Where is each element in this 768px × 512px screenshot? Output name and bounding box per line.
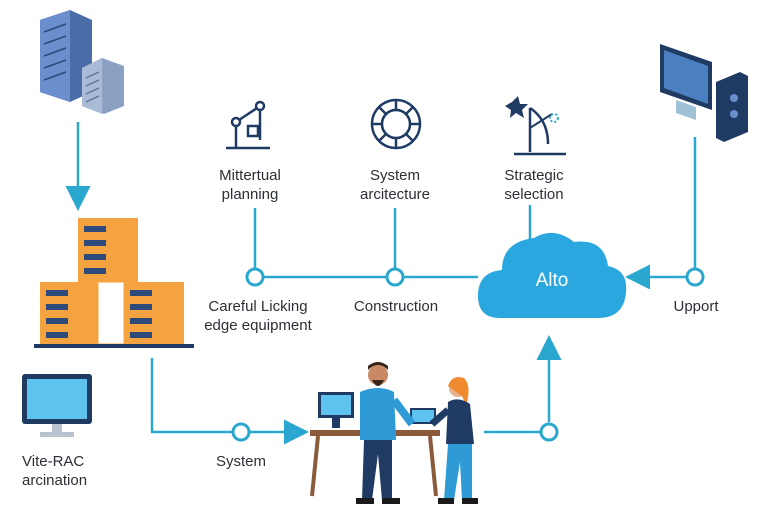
label-construction: Construction bbox=[353, 298, 439, 315]
line-datacenter-to-system bbox=[150, 358, 232, 434]
people-at-desk-icon bbox=[310, 362, 478, 504]
label-strategic-selection-line2: selection bbox=[504, 186, 564, 203]
label-vite-rac-line2: arcination bbox=[22, 472, 88, 489]
cloud-label: Alto bbox=[536, 270, 569, 291]
monitor-icon bbox=[22, 374, 92, 437]
node-careful-licking[interactable] bbox=[245, 267, 265, 287]
label-system: System bbox=[215, 453, 267, 470]
node-upport[interactable] bbox=[685, 267, 705, 287]
connector-lines bbox=[65, 122, 697, 445]
label-careful-licking: Careful Licking edge equipment bbox=[204, 297, 312, 335]
satellite-dish-icon bbox=[505, 96, 566, 156]
orange-datacenter-icon bbox=[34, 218, 194, 348]
label-system-architecture-line2: arcitecture bbox=[359, 186, 431, 203]
architecture-wheel-icon bbox=[370, 98, 422, 150]
label-vite-rac: Vite-RAC arcination bbox=[22, 452, 87, 490]
node-system[interactable] bbox=[231, 422, 251, 442]
label-system-architecture: System arcitecture bbox=[360, 166, 430, 204]
planning-arm-icon bbox=[226, 100, 270, 150]
label-mitteral-planning: Mittertual planning bbox=[219, 166, 281, 204]
label-upport: Upport bbox=[673, 298, 719, 315]
label-strategic-selection: Strategic selection bbox=[504, 166, 563, 204]
label-careful-licking-line2: edge equipment bbox=[204, 317, 312, 334]
cloud-icon[interactable] bbox=[478, 232, 627, 318]
label-system-architecture-line1: System bbox=[369, 167, 420, 184]
node-circles bbox=[231, 267, 705, 442]
label-careful-licking-line1: Careful Licking bbox=[208, 298, 308, 315]
label-mitteral-planning-line1: Mittertual bbox=[219, 167, 281, 184]
node-construction[interactable] bbox=[385, 267, 405, 287]
label-vite-rac-line1: Vite-RAC bbox=[22, 453, 85, 470]
server-rack-icon bbox=[40, 10, 124, 114]
label-mitteral-planning-line2: planning bbox=[221, 186, 279, 203]
label-strategic-selection-line1: Strategic bbox=[504, 167, 564, 184]
node-desk-output[interactable] bbox=[539, 422, 559, 442]
desktop-tower-icon bbox=[660, 44, 748, 142]
